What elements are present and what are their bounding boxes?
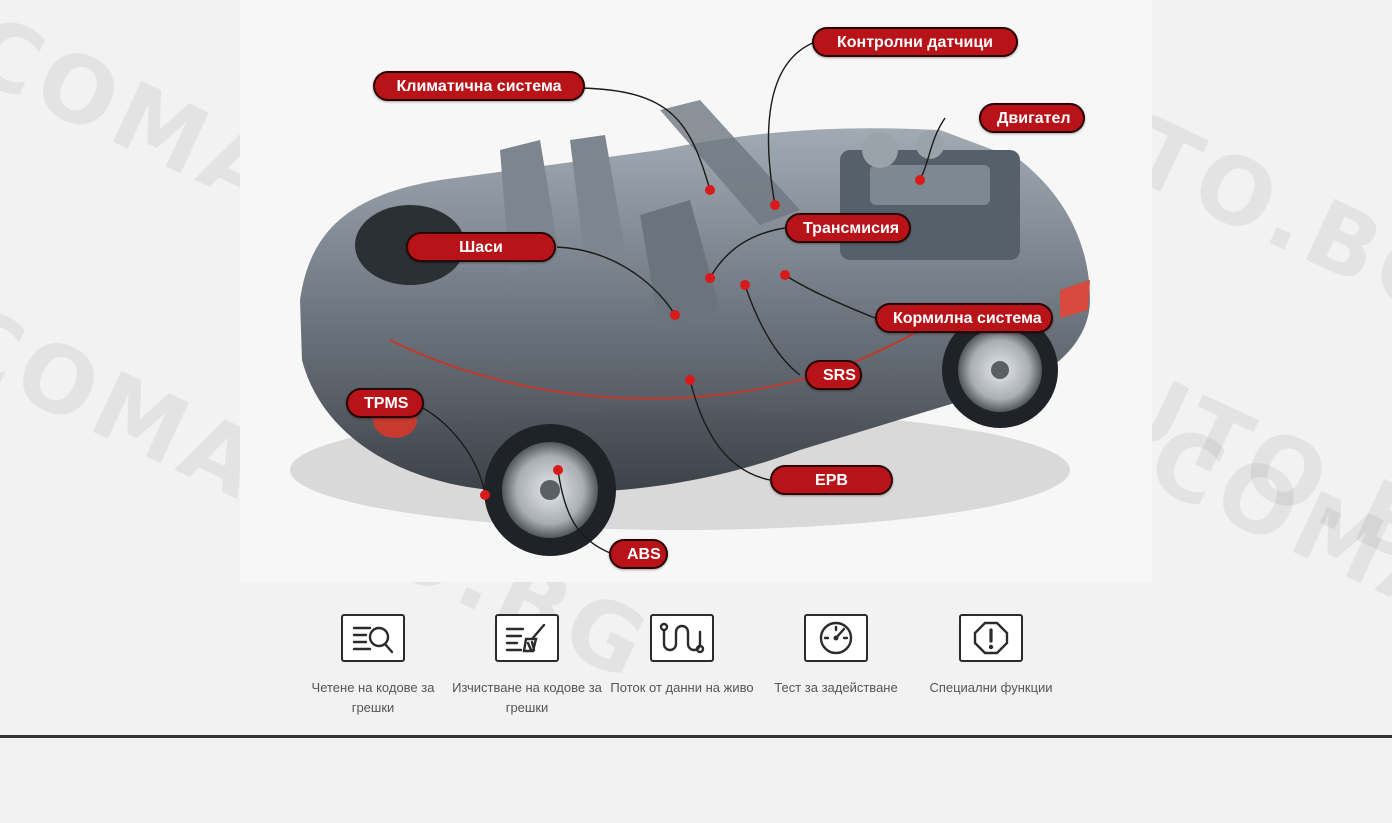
bottom-divider bbox=[0, 735, 1392, 738]
feature-label: Тест за задействане bbox=[774, 680, 898, 695]
callout-climate: Климатична система bbox=[373, 71, 585, 101]
callout-abs: ABS bbox=[609, 539, 668, 569]
feature-clear-codes: Изчистване на кодове за грешки bbox=[452, 614, 602, 718]
callout-epb: EPB bbox=[770, 465, 893, 495]
watermark: COMAUTO.BG bbox=[1132, 404, 1392, 823]
read-codes-icon bbox=[341, 614, 405, 662]
feature-label: Специални функции bbox=[929, 680, 1053, 695]
gauge-icon bbox=[804, 614, 868, 662]
feature-label: Поток от данни на живо bbox=[610, 680, 754, 695]
callout-transmission: Трансмисия bbox=[785, 213, 911, 243]
feature-read-codes: Четене на кодове за грешки bbox=[298, 614, 448, 718]
live-data-icon bbox=[650, 614, 714, 662]
feature-live-data: Поток от данни на живо bbox=[607, 614, 757, 698]
callout-chassis: Шаси bbox=[406, 232, 556, 262]
callout-srs: SRS bbox=[805, 360, 862, 390]
feature-label: Четене на кодове за грешки bbox=[311, 680, 435, 715]
warning-icon bbox=[959, 614, 1023, 662]
callout-sensors: Контролни датчици bbox=[812, 27, 1018, 57]
clear-codes-icon bbox=[495, 614, 559, 662]
callout-tpms: TPMS bbox=[346, 388, 424, 418]
callout-engine: Двигател bbox=[979, 103, 1085, 133]
feature-label: Изчистване на кодове за грешки bbox=[452, 680, 602, 715]
feature-special-functions: Специални функции bbox=[916, 614, 1066, 698]
feature-actuation-test: Тест за задействане bbox=[761, 614, 911, 698]
callout-steering: Кормилна система bbox=[875, 303, 1053, 333]
